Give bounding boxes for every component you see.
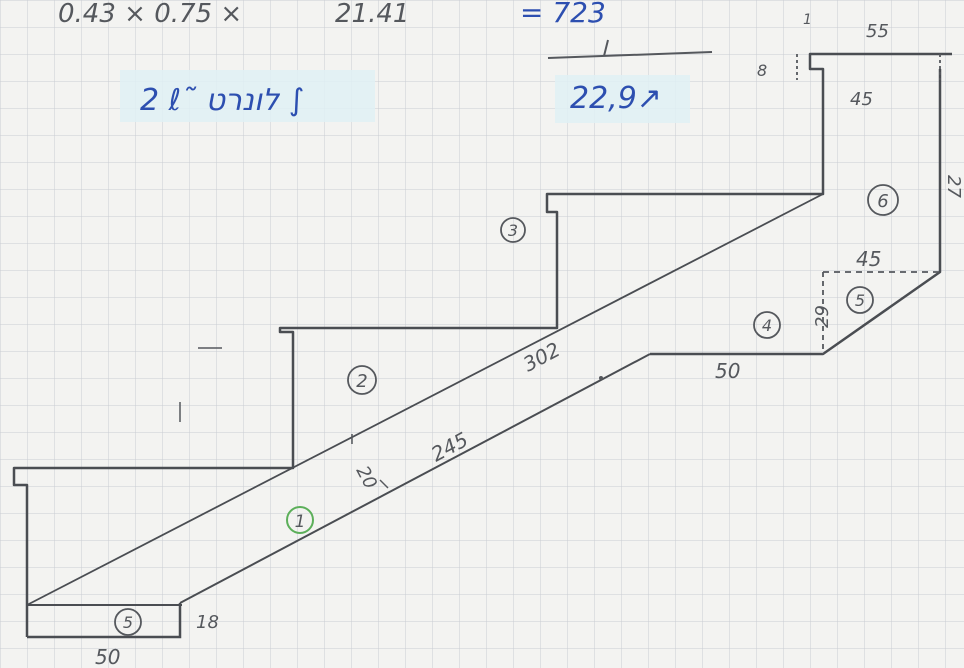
lower-flight-underside — [27, 603, 182, 639]
part-circle-5 — [846, 286, 874, 314]
dim-bottom-width: 50 — [95, 645, 120, 668]
slab-bottom-diagonal — [179, 353, 651, 604]
part-circle-4 — [753, 311, 781, 339]
part-circle-6 — [867, 184, 899, 216]
dim-landing-45: 45 — [856, 247, 881, 271]
dim-landing-45-upper: 45 — [850, 89, 873, 110]
dim-top-small: 8 — [757, 61, 767, 80]
part-number-1: 1 — [295, 512, 306, 532]
highlight-sum-value — [555, 75, 690, 123]
fraction-tick — [603, 39, 609, 57]
part-number-5: 5 — [855, 291, 865, 310]
part-number-6: 6 — [877, 191, 888, 212]
part-circle-bottom — [114, 608, 142, 636]
calc-line1-mid: 21.41 — [335, 0, 409, 29]
part-circle-3 — [500, 217, 526, 243]
part-circle-1 — [286, 506, 314, 534]
part-number-4: 4 — [762, 316, 772, 335]
dim-bottom-height: 18 — [196, 612, 219, 633]
calc-line1-result: = 723 — [520, 0, 606, 29]
part-number-bottom: 5 — [123, 613, 133, 632]
stair-outline — [12, 52, 952, 637]
slab-top-diagonal — [26, 193, 824, 606]
dim-stair-tick: 1 — [803, 12, 812, 28]
highlight-hebrew-note — [120, 70, 375, 122]
part-circle-2 — [347, 365, 377, 395]
sum-value: 22,9↗ — [570, 81, 662, 116]
dim-top-width-55: 55 — [866, 21, 889, 42]
upper-landing-block — [650, 69, 942, 356]
hebrew-note: 2 ℓ˜ לונרט ∫ — [140, 83, 304, 118]
calc-line1-left: 0.43 × 0.75 × — [58, 0, 242, 29]
dim-top-width-50: 50 — [715, 359, 740, 383]
thickness-tick-b — [379, 479, 389, 489]
part-number-2: 2 — [356, 371, 367, 392]
fraction-bar — [547, 51, 713, 59]
part-number-3: 3 — [508, 221, 518, 240]
dim-riser-29: 29 — [812, 305, 833, 328]
slab-dot — [599, 376, 603, 380]
dim-right-side: 27 — [943, 175, 964, 198]
